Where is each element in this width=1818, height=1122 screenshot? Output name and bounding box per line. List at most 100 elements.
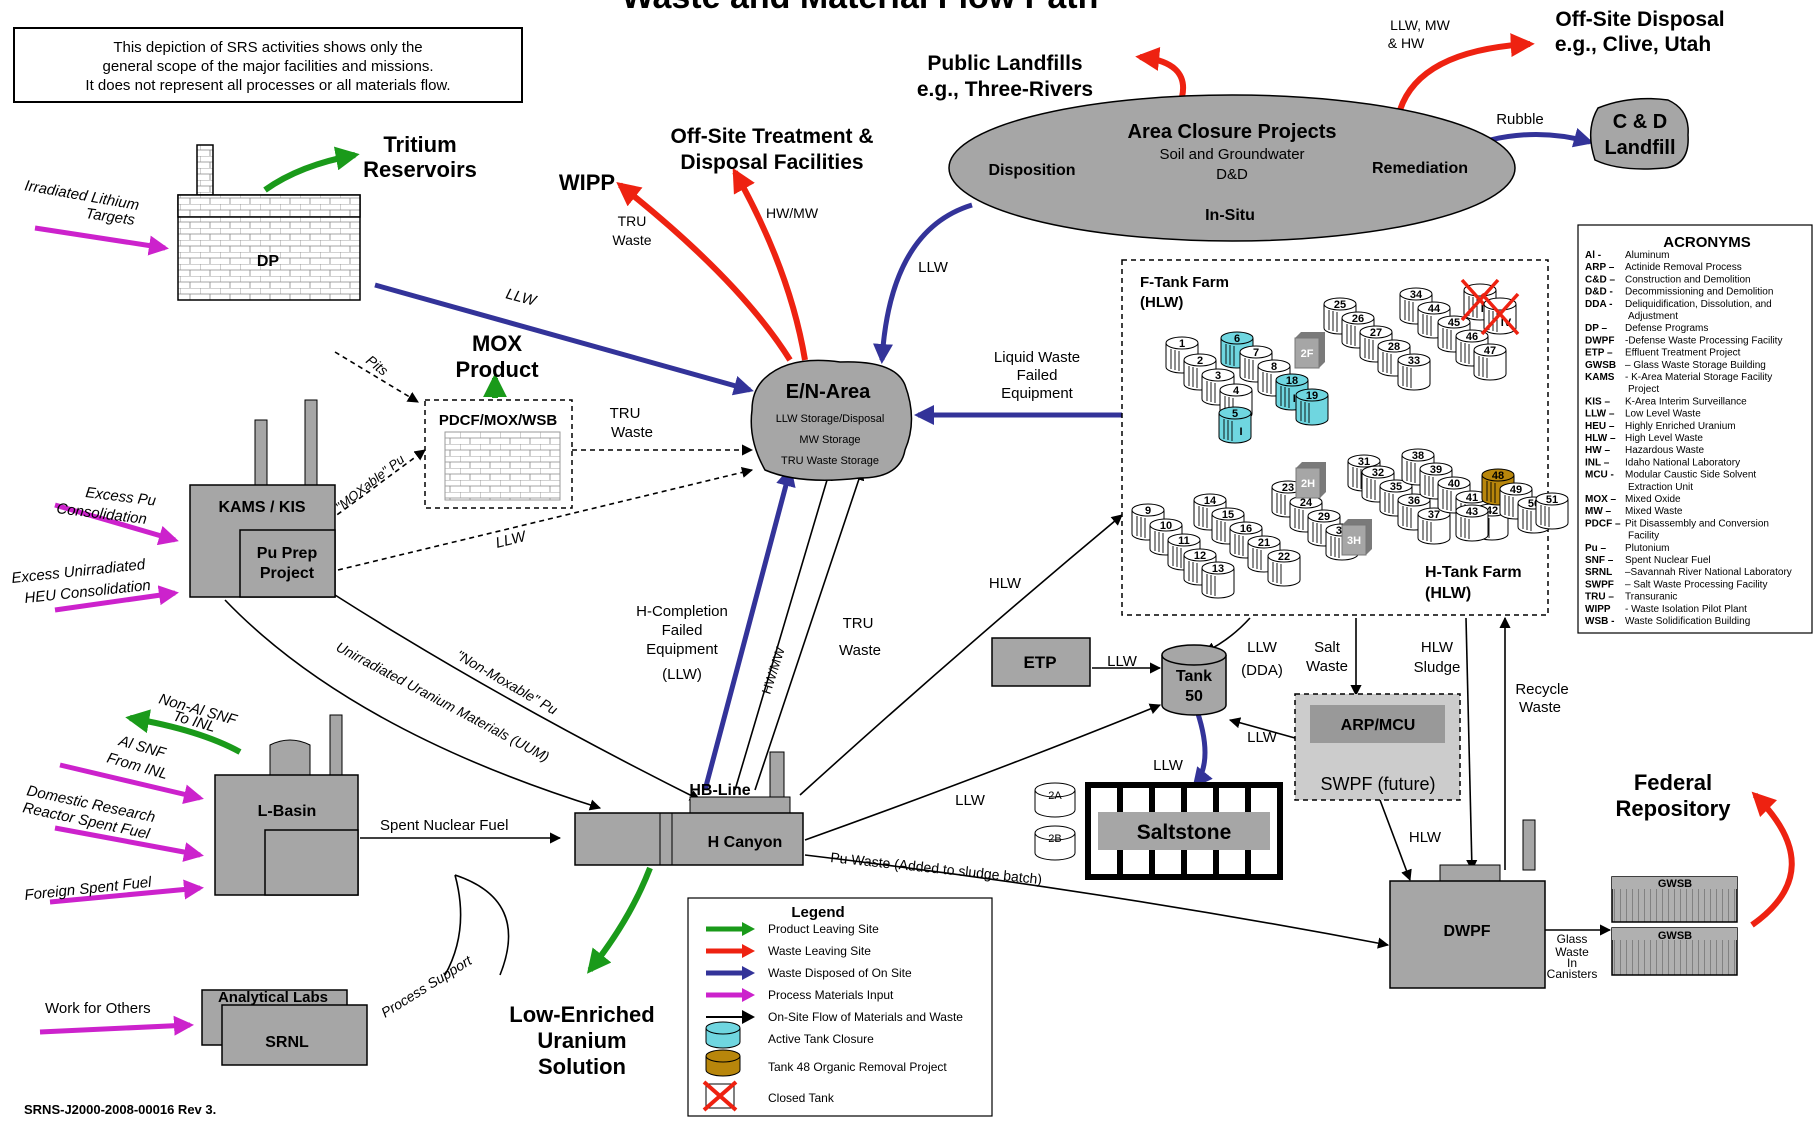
flow-label-tru: TRU [618,213,647,229]
doc-id: SRNS-J2000-2008-00016 Rev 3. [24,1102,216,1117]
hb-line-label: HB-Line [689,782,750,799]
acronym-definition: Waste Solidification Building [1625,616,1750,627]
arrow-moxable [329,449,426,521]
tank-number: 25 [1334,299,1346,311]
tank: 8 [1257,359,1291,397]
tank: 28 [1377,339,1411,377]
acronym-row: DWPF-Defense Waste Processing Facility [1585,335,1782,346]
srnl-label: SRNL [265,1034,309,1051]
arrow-pu-waste [804,854,1390,949]
acronym-row: MCU -Modular Caustic Side Solvent [1585,470,1756,481]
tank-number: 12 [1194,550,1206,562]
federal-repository-label: Repository [1616,796,1732,821]
acronym-term: GWSB [1585,360,1616,371]
acronym-definition: – Glass Waste Storage Building [1625,360,1766,371]
legend-item: On-Site Flow of Materials and Waste [706,1010,963,1024]
arp-swpf-building: ARP/MCU SWPF (future) [1294,693,1461,801]
h-canyon-building: HB-Line H Canyon [574,751,804,866]
onsite-flows [224,351,1612,976]
tank-number: 26 [1352,313,1364,325]
acronym-term: KIS – [1585,396,1610,407]
legend-label: Closed Tank [768,1091,835,1105]
public-landfills-label: e.g., Three-Rivers [917,78,1093,101]
acronym-row: Adjustment [1628,311,1678,322]
arrow-lithium-input [34,225,169,256]
tank-building: 2F [1294,332,1325,369]
input-lithium-label: Irradiated Lithium [23,177,140,214]
arrow-hlw-sludge [1465,617,1478,872]
arrow-foreign-input [49,879,204,905]
acronym-definition: – Salt Waste Processing Facility [1625,579,1767,590]
tank-number: 9 [1145,505,1151,517]
tank-number: 36 [1408,495,1420,507]
tank-number: 8 [1271,361,1277,373]
acronym-term: HW – [1585,445,1610,456]
acronym-term: SRNL [1585,567,1612,578]
tank-2a-label: 2A [1048,790,1062,802]
flow-label-hlw: HLW [1409,829,1442,846]
tank: 51 [1535,492,1569,530]
legend-label: Process Materials Input [768,988,894,1002]
legend-item: Waste Disposed of On Site [706,966,912,980]
acronym-definition: Decommissioning and Demolition [1625,287,1773,298]
flow-label-h-completion: Equipment [646,641,719,658]
legend-item: Waste Leaving Site [706,944,871,958]
flow-label-hwmw: HW/MW [766,205,819,221]
flow-label-llw-dda: LLW [1247,639,1278,656]
tank-number: 7 [1253,347,1259,359]
tank: 5I [1218,406,1252,444]
legend-label: Product Leaving Site [768,922,879,936]
acronym-term: HLW – [1585,433,1616,444]
tank-building: 3H [1341,519,1372,556]
en-area-line: LLW Storage/Disposal [776,413,885,425]
flow-label-liquid-waste: Failed [1017,367,1058,384]
kams-building: KAMS / KIS Pu Prep Project [189,399,336,598]
tank-number: 21 [1258,537,1270,549]
tank-number: 35 [1390,481,1402,493]
acronym-term: DDA - [1585,299,1612,310]
acronym-definition: Effluent Treatment Project [1625,348,1741,359]
acronym-definition: Hazardous Waste [1625,445,1705,456]
arrow-to-offsite-disposal [1397,33,1535,112]
h-canyon-label: H Canyon [708,834,783,851]
acronym-term: PDCF – [1585,518,1621,529]
acronym-row: ARP –Actinide Removal Process [1585,262,1742,273]
pu-prep-label: Pu Prep [257,545,318,562]
acronym-row: SNF –Spent Nuclear Fuel [1585,555,1711,566]
acronym-row: C&D –Construction and Demolition [1585,274,1751,285]
arrow-hcanyon-hlw [799,514,1123,796]
acronym-definition: Defense Programs [1625,323,1708,334]
acronym-term: MW – [1585,506,1612,517]
pu-prep-label: Project [260,565,315,582]
tank-number: 31 [1358,456,1370,468]
flow-label-glass: Waste [1555,945,1589,959]
acronyms-title: ACRONYMS [1663,234,1751,251]
tank-number: 4 [1233,385,1240,397]
flow-label-recycle: Recycle [1515,681,1568,698]
acronym-row: HEU –Highly Enriched Uranium [1585,421,1736,432]
acronym-term: KAMS [1585,372,1615,383]
input-lithium-label: Targets [84,205,136,229]
legend-label: On-Site Flow of Materials and Waste [768,1010,963,1024]
acronym-definition: Modular Caustic Side Solvent [1625,470,1756,481]
disclaimer-line: It does not represent all processes or a… [85,77,450,94]
acronym-row: TRU –Transuranic [1585,592,1677,603]
tank-building-label: 2H [1301,478,1315,490]
flow-label-h-completion: (LLW) [662,666,702,683]
tank-number: 28 [1388,341,1400,353]
acronym-row: D&D -Decommissioning and Demolition [1585,287,1773,298]
arrow-dp-llw-to-en [374,282,754,396]
acronym-definition: Low Level Waste [1625,409,1701,420]
tank-number: 1 [1179,338,1185,350]
acronym-row: INL –Idaho National Laboratory [1585,457,1740,468]
acronym-row: HLW –High Level Waste [1585,433,1703,444]
legend-item: Active Tank Closure [705,1021,874,1049]
arrow-swpf-hlw [1379,799,1412,882]
flow-label-llw-dda: (DDA) [1241,662,1283,679]
acronym-row: Project [1628,384,1659,395]
acronym-row: GWSB – Glass Waste Storage Building [1585,360,1766,371]
tank-2b-label: 2B [1048,833,1061,845]
closed-tank-mark [1480,292,1520,336]
